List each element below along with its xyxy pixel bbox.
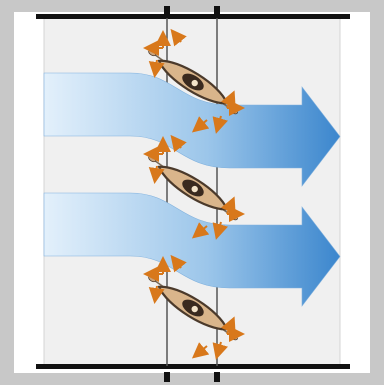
top-bank: [36, 14, 350, 19]
bottom-bank: [36, 364, 350, 369]
gate-pole-marker-top-left: [164, 6, 170, 16]
gate-pole-marker-bottom-left: [164, 372, 170, 382]
gate-pole-marker-bottom-right: [214, 372, 220, 382]
gate-pole-marker-top-right: [214, 6, 220, 16]
